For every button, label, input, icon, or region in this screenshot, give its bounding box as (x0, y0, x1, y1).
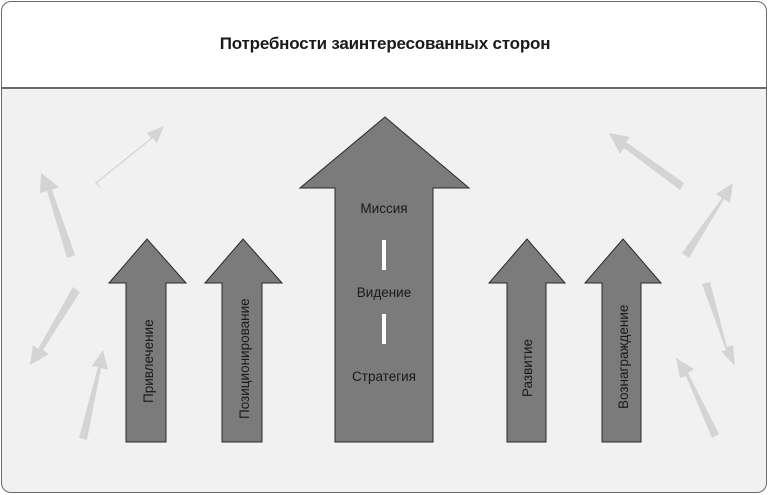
light-arrows-left (30, 126, 164, 440)
diagram-title: Потребности заинтересованных сторон (219, 34, 551, 53)
arrow-center (298, 116, 471, 443)
light-arrow-4 (79, 350, 108, 440)
arrow-positioning (203, 238, 284, 443)
label-strategy: Стратегия (352, 369, 416, 384)
label-development: Развитие (520, 339, 535, 397)
arrow-reward (583, 238, 663, 443)
label-vision: Видение (357, 285, 411, 300)
light-arrow-1 (95, 126, 164, 190)
light-arrows-right (609, 133, 735, 438)
dark-arrows (107, 116, 663, 443)
label-reward: Вознаграждение (616, 305, 631, 409)
light-arrow-5 (609, 133, 684, 190)
light-arrow-2 (40, 173, 75, 258)
light-arrow-8 (676, 358, 719, 438)
arrow-attraction (107, 238, 188, 443)
arrow-development (487, 238, 567, 443)
light-arrow-6 (682, 183, 733, 258)
light-arrow-7 (702, 282, 735, 366)
label-attraction: Привлечение (141, 319, 156, 403)
label-mission: Миссия (360, 201, 407, 216)
label-positioning: Позиционирование (237, 298, 252, 419)
center-dash-1 (382, 240, 386, 270)
header-panel (1, 1, 767, 88)
center-dash-2 (382, 314, 386, 344)
light-arrow-3 (30, 287, 80, 365)
